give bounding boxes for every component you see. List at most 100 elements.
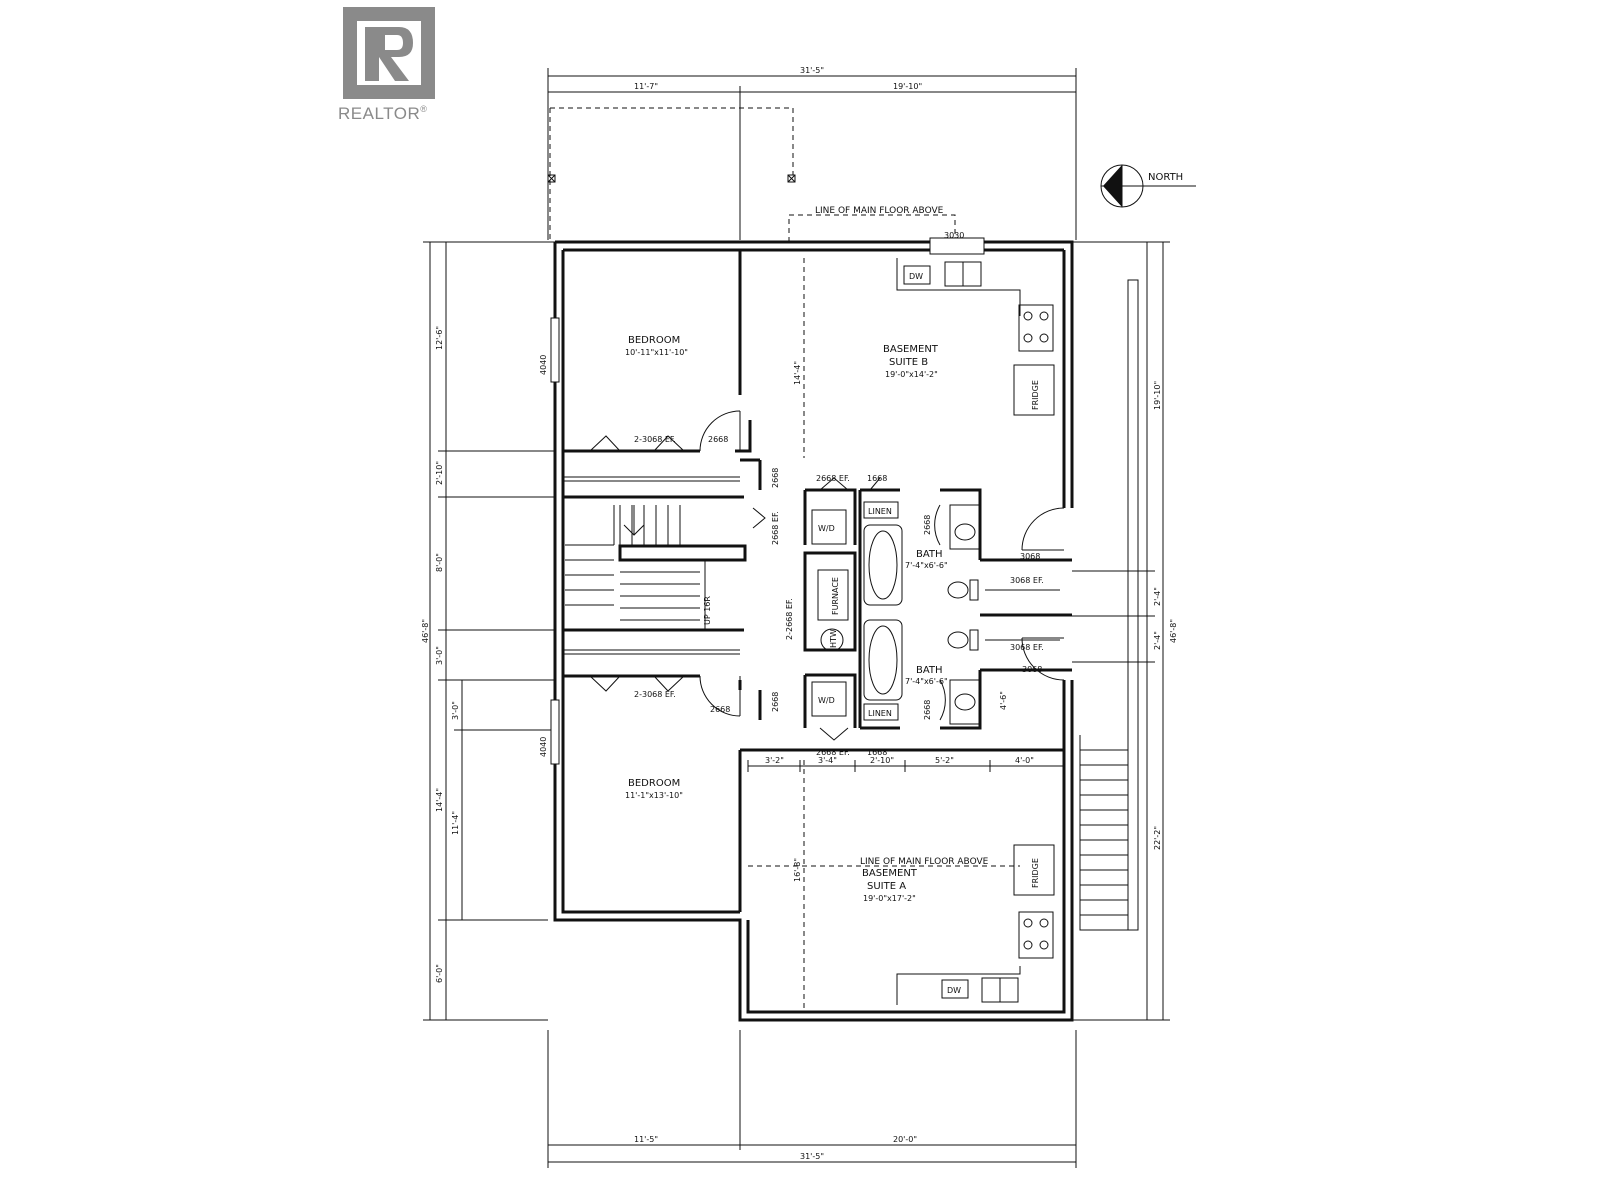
left-dimensions: 12'-6" 2'-10" 8'-0" 3'-0" 46'-8" 14'-4" …: [421, 241, 555, 1021]
left-windows: 4040 4040: [539, 317, 560, 765]
dim-suite-b-h: 14'-4": [793, 361, 802, 385]
dim-right-1: 19'-10": [1153, 381, 1162, 410]
right-dimensions: 19'-10" 2'-4" 2'-4" 46'-8" 22'-2": [1072, 241, 1178, 1021]
door-tag-1668-top: 1668: [867, 474, 887, 483]
dim-top-total: 31'-5": [800, 66, 824, 75]
linen-top: LINEN: [868, 507, 892, 516]
window-top: 3030: [929, 231, 985, 255]
dim-top-right: 19'-10": [893, 82, 922, 91]
vanity-top: [949, 504, 981, 550]
north-arrow: NORTH: [1100, 164, 1196, 208]
bath-top: 2668 BATH 7'-4"x6'-6": [863, 504, 981, 606]
door-tag-3068-top: 3068: [1020, 552, 1040, 561]
bedroom-bottom-name: BEDROOM: [628, 778, 680, 789]
suite-a-name: BASEMENT: [862, 868, 918, 879]
dim-bath-h: 4'-6": [999, 691, 1008, 710]
closet-doors: 2-3068 EF. 2-3068 EF.: [563, 435, 740, 699]
dim-left-3: 8'-0": [435, 553, 444, 572]
main-floor-note-top: LINE OF MAIN FLOOR ABOVE: [815, 206, 944, 216]
door-tag-2-3068-bottom: 2-3068 EF.: [634, 690, 676, 699]
realtor-wordmark: REALTOR®: [338, 104, 427, 124]
door-tag-2668ef-stair: 2668 EF.: [771, 511, 780, 545]
linen-bottom: LINEN: [868, 709, 892, 718]
main-floor-note-bottom: LINE OF MAIN FLOOR ABOVE: [860, 857, 989, 867]
bath-bottom: 2668 BATH 7'-4"x6'-6" 4'-6": [863, 619, 1008, 725]
suite-b-size: 19'-0"x14'-2": [885, 370, 938, 379]
dim-suite-a-h: 16'-8": [793, 858, 802, 882]
door-tag-2-2668ef: 2-2668 EF.: [785, 598, 794, 640]
fridge-b: [1013, 364, 1055, 416]
realtor-wordmark-text: REALTOR: [338, 104, 421, 123]
dim-right-2: 2'-4": [1153, 587, 1162, 606]
exterior-stairs: [1079, 279, 1139, 931]
dim-left-1: 12'-6": [435, 326, 444, 350]
fridge-a-label: FRIDGE: [1031, 858, 1040, 888]
dim-left-6: 6'-0": [435, 964, 444, 983]
furnace-unit: [817, 569, 849, 621]
dim-top-left: 11'-7": [634, 82, 658, 91]
window-tag-3030: 3030: [944, 231, 964, 240]
dishwasher-a-label: DW: [947, 986, 961, 995]
bottom-dimensions: 11'-5" 20'-0" 31'-5": [547, 1030, 1077, 1168]
realtor-logo: [343, 7, 435, 99]
fridge-a: [1013, 844, 1055, 896]
water-heater-label: HTW: [829, 629, 838, 648]
window-tag-4040-top: 4040: [539, 355, 548, 375]
dim-left-7: 3'-0": [451, 701, 460, 720]
door-tag-2668-bed-top: 2668: [708, 435, 728, 444]
door-tag-2668-bath-top: 2668: [923, 515, 932, 535]
dishwasher-b-label: DW: [909, 272, 923, 281]
dim-left-total: 46'-8": [421, 619, 430, 643]
door-tag-3068ef-top: 3068 EF.: [1010, 576, 1044, 585]
top-dimensions: 31'-5" 11'-7" 19'-10": [547, 66, 1077, 240]
sink-top-icon: [954, 523, 976, 541]
toilet-bottom-icon: [947, 631, 969, 649]
service-core: W/D W/D 2668 EF. 1668 2668 EF. 1668 LINE…: [811, 474, 899, 757]
dim-row-3: 2'-10": [870, 756, 894, 765]
core-row-dimensions: 3'-2" 3'-4" 2'-10" 5'-2" 4'-0": [747, 756, 1064, 772]
dim-right-total: 46'-8": [1169, 619, 1178, 643]
dim-bottom-left: 11'-5": [634, 1135, 658, 1144]
suite-b-name: BASEMENT: [883, 344, 939, 355]
dim-row-2: 3'-4": [818, 756, 837, 765]
fridge-b-label: FRIDGE: [1031, 380, 1040, 410]
door-tag-2668-bath-bottom: 2668: [923, 700, 932, 720]
bath-top-size: 7'-4"x6'-6": [905, 561, 948, 570]
door-tag-2-3068-top: 2-3068 EF.: [634, 435, 676, 444]
window-tag-4040-bottom: 4040: [539, 737, 548, 757]
dim-right-3: 2'-4": [1153, 631, 1162, 650]
washer-dryer-top: W/D: [818, 524, 835, 533]
bedroom-bottom-size: 11'-1"x13'-10": [625, 791, 683, 800]
dim-left-8: 11'-4": [451, 811, 460, 835]
washer-dryer-bottom: W/D: [818, 696, 835, 705]
door-tag-2668-bed-bottom: 2668: [710, 705, 730, 714]
dim-row-1: 3'-2": [765, 756, 784, 765]
north-arrow-icon: [1103, 165, 1122, 207]
realtor-r-icon: [357, 21, 421, 85]
suite-a-sub: SUITE A: [867, 881, 906, 892]
door-tag-3068ef-bottom: 3068 EF.: [1010, 643, 1044, 652]
deck-outline: LINE OF MAIN FLOOR ABOVE: [547, 107, 956, 242]
tub-bottom-icon: [863, 619, 903, 701]
range-a-icon: [1018, 911, 1054, 959]
registered-mark: ®: [420, 104, 428, 114]
bath-bottom-size: 7'-4"x6'-6": [905, 677, 948, 686]
toilet-top-icon: [947, 581, 969, 599]
dim-left-2: 2'-10": [435, 461, 444, 485]
water-heater-icon: [820, 628, 844, 652]
sink-bottom-icon: [954, 693, 976, 711]
north-label: NORTH: [1148, 172, 1183, 183]
door-tag-1668-bottom: 1668: [867, 748, 887, 757]
dim-row-4: 5'-2": [935, 756, 954, 765]
kitchen-b: DW FRIDGE: [896, 258, 1055, 416]
swing-doors: 2668 2668 2668 2668 2668 EF. 2-2668 EF. …: [699, 410, 1065, 717]
dim-row-5: 4'-0": [1015, 756, 1034, 765]
dim-left-5: 14'-4": [435, 788, 444, 812]
kitchen-a: FRIDGE DW: [896, 844, 1055, 1005]
bedroom-top-size: 10'-11"x11'-10": [625, 348, 688, 357]
door-tag-3068-bottom: 3068: [1022, 665, 1042, 674]
bedroom-top-name: BEDROOM: [628, 335, 680, 346]
dim-bottom-right: 20'-0": [893, 1135, 917, 1144]
tub-top-icon: [863, 524, 903, 606]
